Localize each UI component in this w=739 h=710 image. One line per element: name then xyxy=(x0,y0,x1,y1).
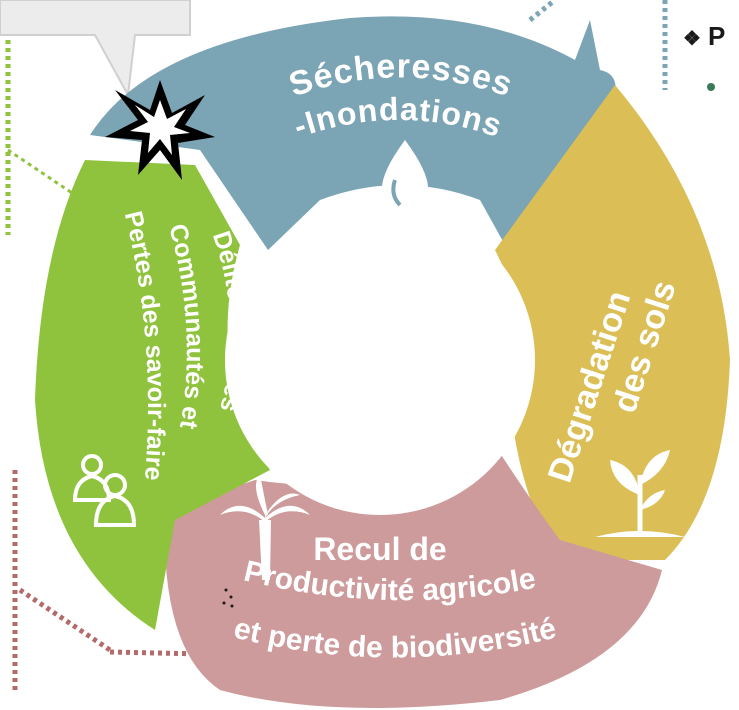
corner-bullet-dot xyxy=(707,83,715,91)
dotted-connectors xyxy=(5,0,668,690)
segment-degradation xyxy=(495,85,730,560)
label-recul-1: Recul de xyxy=(313,531,446,567)
decorative-dots xyxy=(222,588,234,608)
water-drop-icon xyxy=(381,140,429,215)
callout-shape xyxy=(0,0,191,99)
connector-green-diagonal xyxy=(7,148,76,197)
connector-teal-top xyxy=(528,0,557,22)
palm-tree-icon xyxy=(220,475,310,580)
people-icon xyxy=(72,454,137,527)
sprout-icon xyxy=(595,450,685,537)
corner-bullet-diamond: ❖ xyxy=(683,28,701,50)
connector-rose-diagonal xyxy=(18,587,112,653)
segment-secheresses xyxy=(90,16,616,250)
segment-delitement xyxy=(35,160,270,630)
corner-text: P xyxy=(708,21,725,51)
center-circle xyxy=(225,205,535,515)
segment-recul xyxy=(164,430,662,708)
explosion-icon xyxy=(105,80,215,180)
